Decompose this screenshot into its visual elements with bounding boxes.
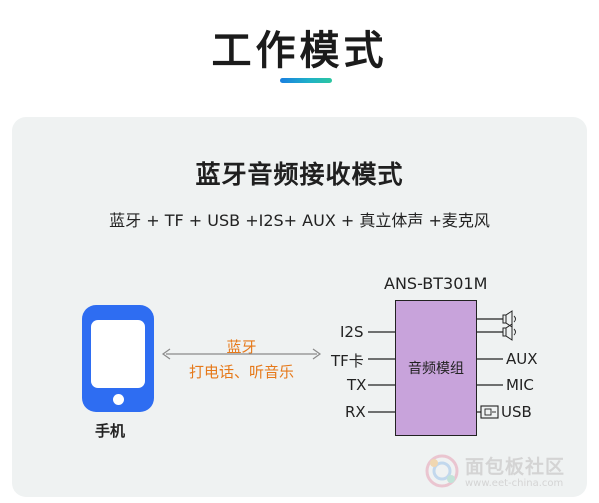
speaker-icon xyxy=(502,310,516,328)
phone-screen xyxy=(91,320,145,388)
link-label-functions: 打电话、听音乐 xyxy=(188,363,294,381)
title-underline xyxy=(280,78,332,83)
mode-title: 蓝牙音频接收模式 xyxy=(195,160,404,189)
pin-label-tx: TX xyxy=(347,376,367,394)
pin-label-rx: RX xyxy=(345,403,366,421)
usb-icon xyxy=(480,405,499,419)
watermark-url: www.eet-china.com xyxy=(465,478,564,489)
module-name: ANS-BT301M xyxy=(384,274,488,293)
pin-label-usb: USB xyxy=(501,403,532,421)
pin-label-mic: MIC xyxy=(506,376,534,394)
double-arrow-icon xyxy=(161,348,322,360)
phone-label: 手机 xyxy=(95,422,126,440)
audio-module-label: 音频模组 xyxy=(408,361,464,377)
page-title: 工作模式 xyxy=(211,28,388,74)
speaker-icon xyxy=(502,323,516,341)
mode-description: 蓝牙 + TF + USB +I2S+ AUX + 真立体声 +麦克风 xyxy=(109,211,490,230)
pin-label-i2s: I2S xyxy=(340,323,364,341)
watermark-text: 面包板社区 xyxy=(465,456,566,478)
link-label-bluetooth: 蓝牙 xyxy=(226,338,257,356)
audio-module-block xyxy=(395,300,477,436)
pin-label-tf: TF卡 xyxy=(331,352,364,370)
pin-label-aux: AUX xyxy=(506,350,538,368)
smartphone-icon xyxy=(82,305,154,412)
phone-home-button xyxy=(113,394,124,405)
watermark-logo-icon xyxy=(425,454,459,488)
